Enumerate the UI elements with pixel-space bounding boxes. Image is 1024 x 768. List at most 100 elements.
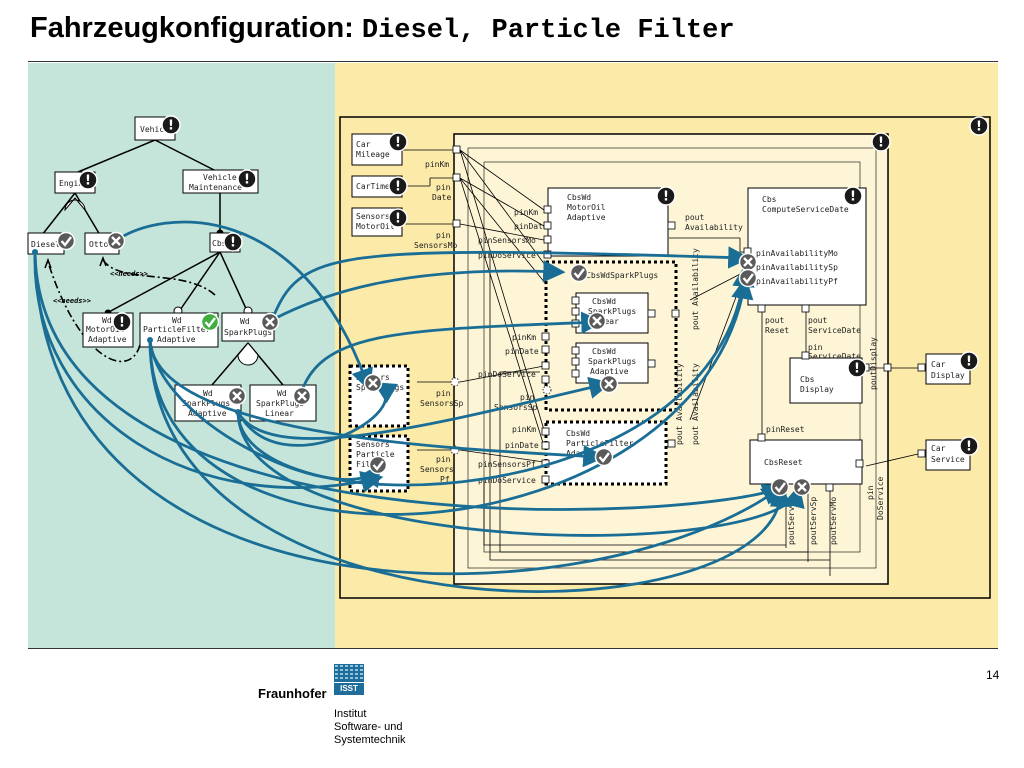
svg-text:!: ! <box>966 355 972 370</box>
vavail-mo: pout Availability <box>675 363 684 445</box>
feature-engine[interactable]: Engine <box>59 179 88 188</box>
cbs-reset[interactable]: CbsReset <box>764 458 803 467</box>
logo-cell <box>345 669 348 671</box>
logo-cell <box>355 673 358 675</box>
warning-icon: ! <box>871 132 891 152</box>
mo-pindoservice: pinDoService <box>478 251 536 260</box>
cbswd-pf-l2[interactable]: ParticleFilter <box>566 439 634 448</box>
excluded-icon <box>363 373 383 393</box>
warning-icon: ! <box>847 358 867 378</box>
isst-logo: ISST <box>334 683 364 695</box>
pf-pindate: pinDate <box>505 441 539 450</box>
cbswd-sparkplugs-outer[interactable]: CbsWdSparkPlugs <box>586 271 658 280</box>
pin-doservice-l2: DoService <box>876 476 885 520</box>
check-icon <box>56 231 76 251</box>
feature-wdmo-l2[interactable]: MotorOil <box>86 325 125 334</box>
feature-model: <<needs>> <<needs>> Vehicle Engine Vehic… <box>27 116 317 422</box>
pout-avail-l2: Availability <box>685 223 743 232</box>
svg-text:!: ! <box>395 180 401 195</box>
feature-wdsp-l2[interactable]: SparkPlugs <box>224 328 272 337</box>
feature-model-pane <box>28 63 335 648</box>
feature-wdmo-l1: Wd <box>102 316 112 325</box>
cbs-csd-l2[interactable]: ComputeServiceDate <box>762 205 849 214</box>
feature-diesel[interactable]: Diesel <box>31 240 60 249</box>
logo-cell <box>340 677 343 679</box>
warning-icon: ! <box>78 170 98 190</box>
vavail-sp: pout Availability <box>691 248 700 330</box>
feature-wdspa-l3: Adaptive <box>188 409 227 418</box>
feature-maintenance-l1: Vehicle <box>203 173 237 182</box>
title-config: Diesel, Particle Filter <box>361 16 735 46</box>
title-text: Fahrzeugkonfiguration: <box>30 12 354 44</box>
pout-servicedate-l2: ServiceDate <box>808 326 861 335</box>
svg-text:!: ! <box>119 316 125 331</box>
pout-servicedate-l1: pout <box>808 316 827 325</box>
selected-check-icon <box>200 312 220 332</box>
feature-vehicle[interactable]: Vehicle <box>140 125 174 134</box>
top-rule <box>28 61 998 62</box>
bottom-rule <box>28 648 998 649</box>
cbswd-spl-l2[interactable]: SparkPlugs <box>588 307 636 316</box>
warning-icon: ! <box>843 186 863 206</box>
architecture: Car Mileage CarTime Sensors MotorOil Sen… <box>339 116 991 599</box>
logo-cell <box>335 665 338 667</box>
port-pinpf-l3: Pf <box>440 475 450 484</box>
fraunhofer-wordmark: Fraunhofer <box>258 686 327 701</box>
logo-cell <box>355 669 358 671</box>
svg-text:!: ! <box>395 212 401 227</box>
svg-text:!: ! <box>168 119 174 134</box>
feature-wdspl-l1: Wd <box>277 389 287 398</box>
feature-wdspl-l2[interactable]: SparkPlugs <box>256 399 304 408</box>
logo-cell <box>350 673 353 675</box>
logo-cell <box>335 677 338 679</box>
logo-cell <box>360 677 363 679</box>
page-number: 14 <box>986 668 1000 682</box>
logo-cell <box>340 665 343 667</box>
port-pindate-l1: pin <box>436 183 451 192</box>
feature-maintenance-l2[interactable]: Maintenance <box>189 183 242 192</box>
port-pindate-l2: Date <box>432 193 451 202</box>
pout-avail-l1: pout <box>685 213 704 222</box>
car-time[interactable]: CarTime <box>356 182 390 191</box>
check-icon <box>368 455 388 475</box>
cbswd-motoroil-l2[interactable]: MotorOil <box>567 203 606 212</box>
feature-wdspa-l2[interactable]: SparkPlugs <box>182 399 230 408</box>
excluded-icon <box>292 386 312 406</box>
svg-text:!: ! <box>85 174 91 189</box>
pout-serv-pf: poutServPf <box>787 497 796 545</box>
logo-cell <box>355 665 358 667</box>
warning-icon: ! <box>223 232 243 252</box>
logo-cell <box>360 673 363 675</box>
car-display-l2[interactable]: Display <box>931 371 965 380</box>
institute-line-1: Institut <box>334 708 367 720</box>
pout-reset-l1: pout <box>765 316 784 325</box>
car-mileage-l2[interactable]: Mileage <box>356 150 390 159</box>
feature-wdpf-l2[interactable]: ParticleFilter <box>143 325 211 334</box>
pin-servicedate-l2: ServiceDate <box>808 352 861 361</box>
warning-icon: ! <box>161 115 181 135</box>
pout-reset-l2: Reset <box>765 326 789 335</box>
excluded-icon <box>792 477 812 497</box>
cbswd-pf-l1: CbsWd <box>566 429 590 438</box>
feature-otto[interactable]: Otto <box>89 240 108 249</box>
sensors-pf-l2[interactable]: Particle <box>356 450 395 459</box>
excluded-icon <box>738 252 758 272</box>
car-mileage-l1: Car <box>356 140 371 149</box>
warning-icon: ! <box>388 176 408 196</box>
sensors-pf-l1: Sensors <box>356 440 390 449</box>
feature-cbs[interactable]: Cbs <box>212 239 227 248</box>
pf-pindoservice: pinDoService <box>478 476 536 485</box>
cbs-display-l2[interactable]: Display <box>800 385 834 394</box>
check-icon <box>569 263 589 283</box>
cbswd-spa-l2[interactable]: SparkPlugs <box>588 357 636 366</box>
warning-icon: ! <box>656 186 676 206</box>
needs-label-2: <<needs>> <box>53 297 91 305</box>
pin-doservice-l1: pin <box>866 485 875 500</box>
excluded-icon <box>587 311 607 331</box>
car-service-l2[interactable]: Service <box>931 455 965 464</box>
sensors-motoroil-l2[interactable]: MotorOil <box>356 222 395 231</box>
feature-wdsp-l1: Wd <box>240 317 250 326</box>
warning-icon: ! <box>969 116 989 136</box>
cbswd-motoroil-l3: Adaptive <box>567 213 606 222</box>
warning-icon: ! <box>959 436 979 456</box>
